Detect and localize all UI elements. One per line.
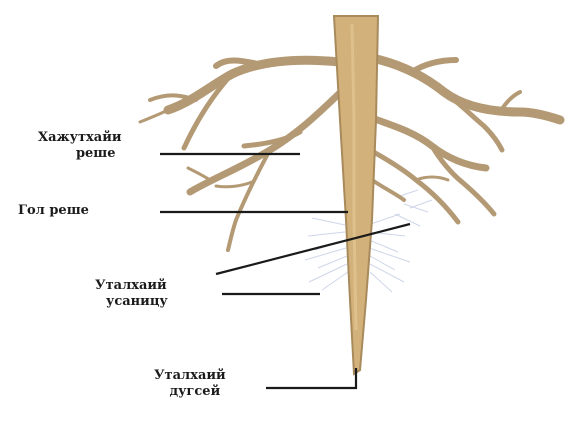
leader-root-cap [266, 368, 356, 388]
label-root-cap: Уталхаий дугсей [154, 368, 226, 400]
label-absorption-zone: Уталхаий усаницу [94, 278, 168, 310]
label-lateral-roots: Хажутхайи реше [38, 130, 121, 162]
main-root [334, 16, 378, 374]
label-main-root: Гол реше [18, 203, 89, 219]
right-lateral-roots [370, 58, 560, 222]
leader-absorption-zone-a [216, 224, 410, 274]
